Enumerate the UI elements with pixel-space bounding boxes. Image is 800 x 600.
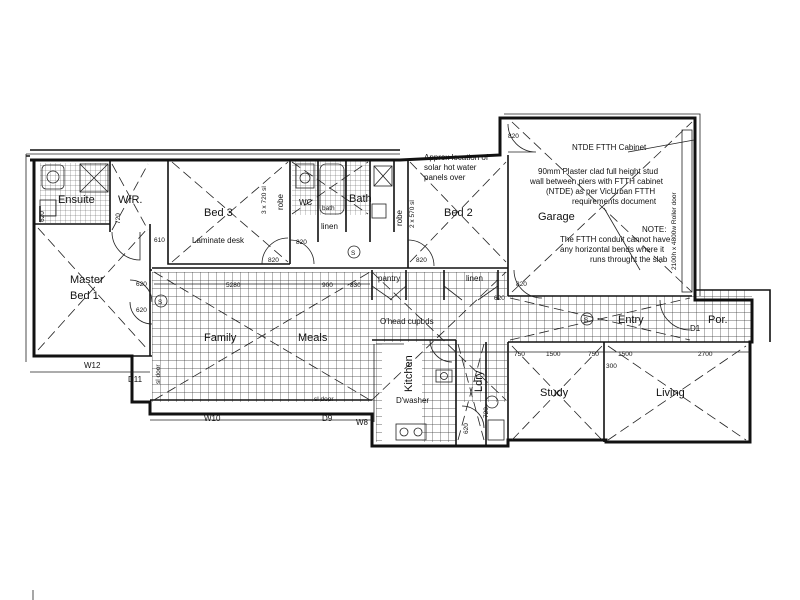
tiled-floor xyxy=(40,160,752,442)
dim-620c: 620 xyxy=(136,307,147,314)
dim-820d: 820 xyxy=(508,133,519,140)
room-kitchen: Kitchen xyxy=(403,355,415,392)
dim-720: 720 xyxy=(115,213,122,224)
room-study: Study xyxy=(540,387,569,399)
note-plaster-2: wall between piers with FTTH cabinet xyxy=(529,177,664,186)
label-sl-door: sl door xyxy=(155,364,162,384)
note-note-title: NOTE: xyxy=(642,225,666,234)
smoke-label-2: S xyxy=(351,250,356,257)
dim-1500a: 1500 xyxy=(546,351,561,358)
room-ldry: Ldry xyxy=(473,370,485,392)
note-ntde-title: NTDE FTTH Cabinet xyxy=(572,143,647,152)
label-pantry: pantry xyxy=(378,274,400,283)
label-bath-small: bath xyxy=(322,205,335,212)
dim-620b: 620 xyxy=(136,281,147,288)
window-w8: W8 xyxy=(356,418,369,427)
smoke-detectors xyxy=(154,245,594,326)
note-solar-3: panels over xyxy=(424,173,466,182)
dim-820a: 820 xyxy=(268,257,279,264)
note-plaster-3: (NTDE) as per VicUrban FTTH xyxy=(546,187,655,196)
dim-1500b: 1500 xyxy=(618,351,633,358)
dim-820c: 820 xyxy=(416,257,427,264)
notes: Approx location of solar hot water panel… xyxy=(424,139,695,271)
door-d11: D11 xyxy=(128,375,143,384)
dim-620a: 620 xyxy=(39,211,46,222)
label-robe: robe xyxy=(276,193,285,210)
room-garage: Garage xyxy=(538,211,575,223)
note-plaster-4: requirements document xyxy=(572,197,657,206)
room-master-line1: Master xyxy=(70,274,104,286)
doors xyxy=(111,123,691,429)
window-w10: W10 xyxy=(204,414,221,423)
room-meals: Meals xyxy=(298,332,328,344)
label-dwasher: D'washer xyxy=(396,396,429,405)
room-bed3: Bed 3 xyxy=(204,207,233,219)
dim-820e: 820 xyxy=(516,281,527,288)
room-ensuite: Ensuite xyxy=(58,194,95,206)
diagonals xyxy=(37,121,747,441)
room-bed2: Bed 2 xyxy=(444,207,473,219)
window-w12: W12 xyxy=(84,361,101,370)
door-d9: D9 xyxy=(322,414,333,423)
note-solar-2: solar hot water xyxy=(424,163,477,172)
outer-walls xyxy=(25,113,754,448)
room-living: Living xyxy=(656,387,685,399)
smoke-label-1: S xyxy=(158,299,163,306)
dim-2x570: 2 x 570 sl xyxy=(409,200,416,228)
label-linen-2: linen xyxy=(466,274,483,283)
room-bath: Bath xyxy=(349,193,372,205)
note-solar-1: Approx location of xyxy=(424,153,489,162)
room-family: Family xyxy=(204,332,237,344)
label-sl-door-2: sl door xyxy=(314,396,334,403)
dim-620d: 620 xyxy=(463,423,470,434)
smoke-label-3: S xyxy=(584,317,589,324)
label-laminate-desk: Laminate desk xyxy=(192,236,245,245)
dim-620e: 620 xyxy=(494,295,505,302)
dim-750a: 750 xyxy=(514,351,525,358)
dim-610: 610 xyxy=(154,237,165,244)
dim-720b: 720 xyxy=(483,407,490,418)
note-note-1: The FTTH conduit cannot have xyxy=(560,235,671,244)
room-wc: WC xyxy=(299,198,313,207)
dim-820b: 820 xyxy=(296,239,307,246)
dim-830: 830 xyxy=(350,282,361,289)
label-roller-door: 2100h x 4800w Roller door xyxy=(671,191,678,270)
dim-300: 300 xyxy=(606,363,617,370)
room-master-line2: Bed 1 xyxy=(70,290,99,302)
note-plaster-1: 90mm Plaster clad full height stud xyxy=(538,167,658,176)
room-labels: Ensuite WIR. Bed 3 WC Bath Bed 2 Garage … xyxy=(58,193,728,399)
window-tags: W12 D11 W10 D9 W8 D1 xyxy=(84,324,701,427)
note-note-3: runs throught the slab xyxy=(590,255,668,264)
small-labels: robe robe linen linen pantry bath Lamina… xyxy=(155,191,678,405)
dim-3x720: 3 x 720 sl xyxy=(261,186,268,214)
dim-900: 900 xyxy=(322,282,333,289)
note-note-2: any horizontal bends where it xyxy=(560,245,665,254)
room-wir: WIR. xyxy=(118,194,142,206)
room-porch: Por. xyxy=(708,314,728,326)
room-entry: Entry xyxy=(618,314,644,326)
dimensions: 620 720 610 620 620 820 820 820 820 820 … xyxy=(30,133,750,434)
door-d1: D1 xyxy=(690,324,701,333)
dim-5280: 5280 xyxy=(226,282,241,289)
label-ohead-cupbds: O'head cupbds xyxy=(380,317,434,326)
label-robe-2: robe xyxy=(395,209,404,226)
label-linen: linen xyxy=(321,222,338,231)
dim-750b: 750 xyxy=(588,351,599,358)
dim-2700: 2700 xyxy=(698,351,713,358)
fixtures xyxy=(39,129,693,441)
